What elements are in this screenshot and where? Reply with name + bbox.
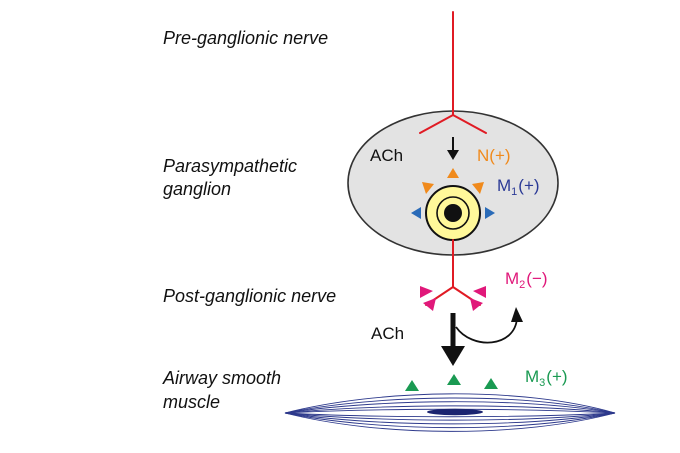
m2-receptor-label: M2(−) (505, 269, 548, 291)
m3-receptors (405, 374, 498, 391)
label-post-ganglionic: Post-ganglionic nerve (163, 286, 336, 306)
ach-release-arrow-top (447, 137, 459, 160)
label-pre-ganglionic: Pre-ganglionic nerve (163, 28, 328, 48)
label-muscle-line2: muscle (163, 392, 220, 412)
down-arrow-icon (441, 313, 465, 366)
m2-receptors (420, 286, 486, 311)
ach-label-bottom: ACh (371, 324, 404, 343)
m1-receptors (411, 207, 495, 219)
n-receptors (422, 168, 484, 194)
m1-receptor-label: M1(+) (497, 176, 540, 198)
label-ganglion-line2: ganglion (163, 179, 231, 199)
ach-label-top: ACh (370, 146, 403, 165)
pre-ganglionic-nerve (419, 11, 487, 134)
m3-receptor-label: M3(+) (525, 367, 568, 389)
curved-arrow-icon (455, 307, 523, 344)
n-receptor-label: N(+) (477, 146, 511, 165)
label-ganglion-line1: Parasympathetic (163, 156, 297, 176)
label-muscle-line1: Airway smooth (162, 368, 281, 388)
cell-nucleus-icon (425, 185, 481, 241)
muscle-nucleus (427, 408, 483, 416)
